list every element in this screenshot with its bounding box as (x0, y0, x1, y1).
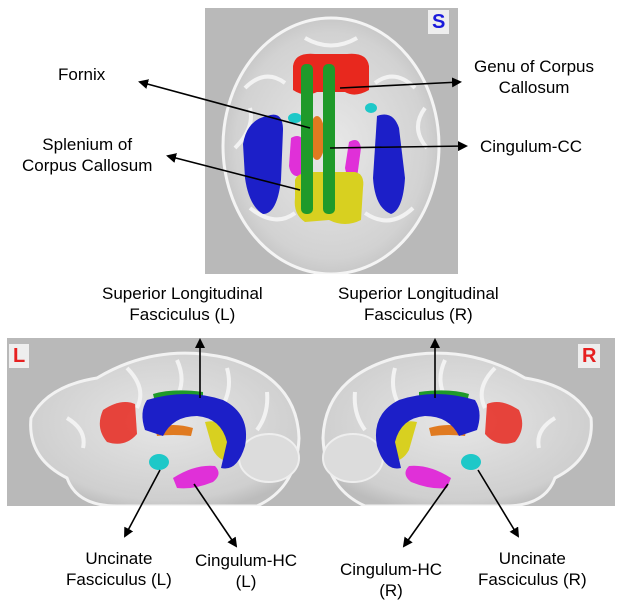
label-cingulum-hc-right-line2: (R) (340, 580, 442, 601)
label-slf-right-line2: Fasciculus (R) (338, 304, 499, 325)
label-slf-right: Superior Longitudinal Fasciculus (R) (338, 283, 499, 325)
arrow-fornix (140, 82, 310, 128)
label-slf-left-line1: Superior Longitudinal (102, 283, 263, 304)
label-fornix-text: Fornix (58, 64, 105, 85)
label-uncinate-left-line1: Uncinate (66, 548, 172, 569)
label-slf-left-line2: Fasciculus (L) (102, 304, 263, 325)
label-uncinate-right-line1: Uncinate (478, 548, 587, 569)
label-uncinate-right-line2: Fasciculus (R) (478, 569, 587, 590)
arrow-uncinate-left (125, 470, 160, 536)
label-cingulum-hc-left-line2: (L) (195, 571, 297, 592)
label-genu-line1: Genu of Corpus (474, 56, 594, 77)
label-cingulum-hc-right-line1: Cingulum-HC (340, 559, 442, 580)
label-cingulum-cc-text: Cingulum-CC (480, 136, 582, 157)
arrow-splenium (168, 156, 300, 190)
label-genu: Genu of Corpus Callosum (474, 56, 594, 98)
label-cingulum-hc-left-line1: Cingulum-HC (195, 550, 297, 571)
label-genu-line2: Callosum (474, 77, 594, 98)
arrow-genu (340, 82, 460, 88)
label-uncinate-left: Uncinate Fasciculus (L) (66, 548, 172, 590)
arrow-cingulum-cc (330, 146, 466, 148)
label-cingulum-cc: Cingulum-CC (480, 136, 582, 157)
label-splenium-line2: Corpus Callosum (22, 155, 152, 176)
label-slf-left: Superior Longitudinal Fasciculus (L) (102, 283, 263, 325)
label-slf-right-line1: Superior Longitudinal (338, 283, 499, 304)
label-splenium-line1: Splenium of (22, 134, 152, 155)
label-fornix: Fornix (58, 64, 105, 85)
label-uncinate-right: Uncinate Fasciculus (R) (478, 548, 587, 590)
arrow-cingulum-hc-left (194, 484, 236, 546)
label-uncinate-left-line2: Fasciculus (L) (66, 569, 172, 590)
arrow-cingulum-hc-right (404, 484, 448, 546)
label-cingulum-hc-right: Cingulum-HC (R) (340, 559, 442, 601)
arrow-uncinate-right (478, 470, 518, 536)
label-cingulum-hc-left: Cingulum-HC (L) (195, 550, 297, 592)
label-splenium: Splenium of Corpus Callosum (22, 134, 152, 176)
